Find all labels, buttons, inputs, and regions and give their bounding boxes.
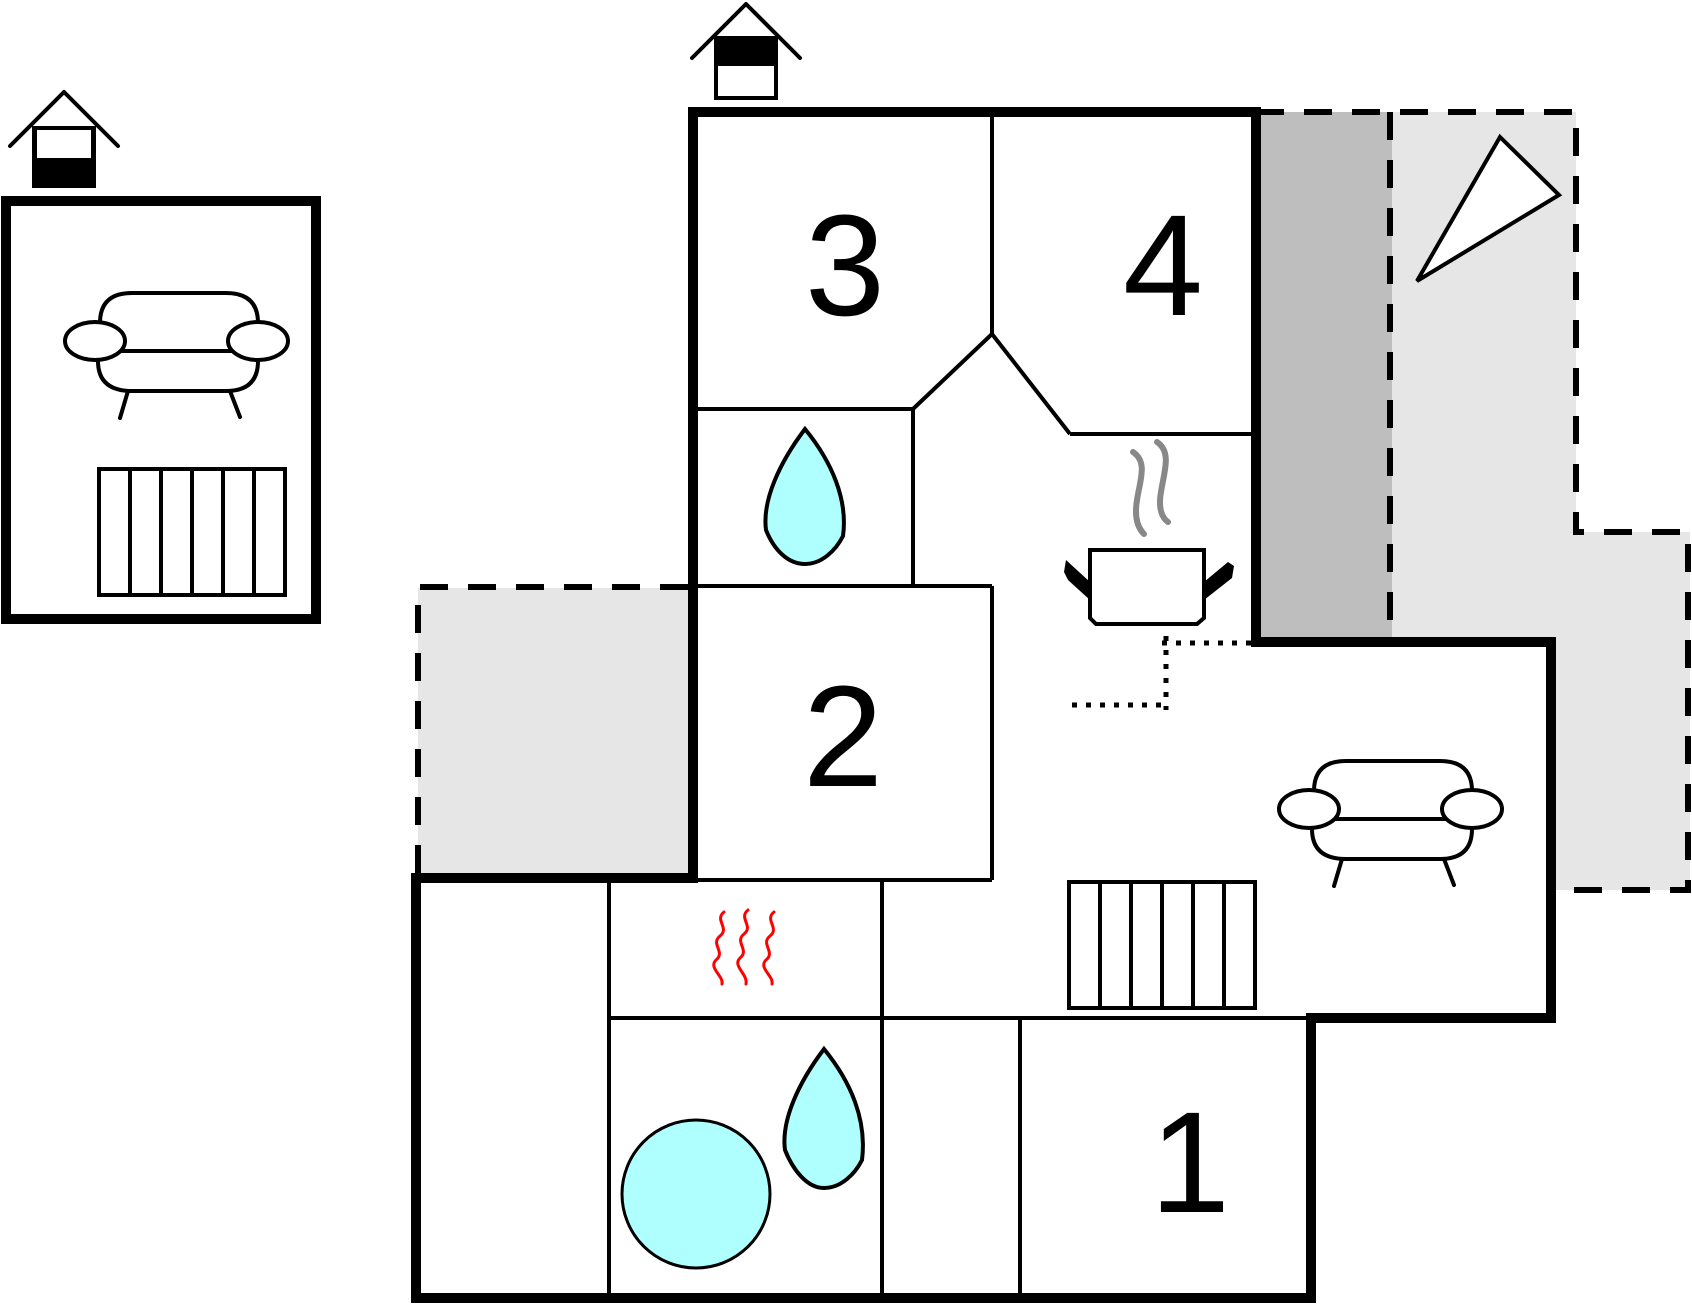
compass-arrow-icon <box>1415 133 1563 283</box>
room-labels: 3 4 2 1 <box>803 185 1230 1243</box>
terrace-boundaries <box>415 109 1691 893</box>
room-4-label: 4 <box>1123 185 1203 346</box>
water-drop-icon <box>782 1045 865 1191</box>
terrace-left <box>418 588 690 878</box>
room-3-label: 3 <box>805 185 885 346</box>
radiator-icon <box>97 467 287 597</box>
room-2-label: 2 <box>803 656 883 817</box>
room-1-label: 1 <box>1150 1082 1230 1243</box>
hot-tub-icon <box>620 1118 772 1270</box>
terrace-right <box>1550 532 1690 890</box>
interior-walls <box>607 112 1311 1296</box>
house-icon <box>690 2 802 100</box>
water-drop-icon <box>763 425 846 567</box>
annex-building <box>1 196 321 624</box>
annex-walls <box>1 196 321 624</box>
radiator-icon <box>1067 880 1257 1010</box>
sofa-icon <box>63 291 290 420</box>
kitchen-pot-icon <box>1064 439 1234 626</box>
house-icon <box>8 90 120 188</box>
sauna-heat-icon <box>712 908 776 986</box>
terrace-top-right-boundary <box>1256 109 1691 893</box>
stove-icon <box>1072 636 1252 710</box>
covered-terrace <box>1256 112 1392 642</box>
sofa-icon <box>1277 759 1504 888</box>
